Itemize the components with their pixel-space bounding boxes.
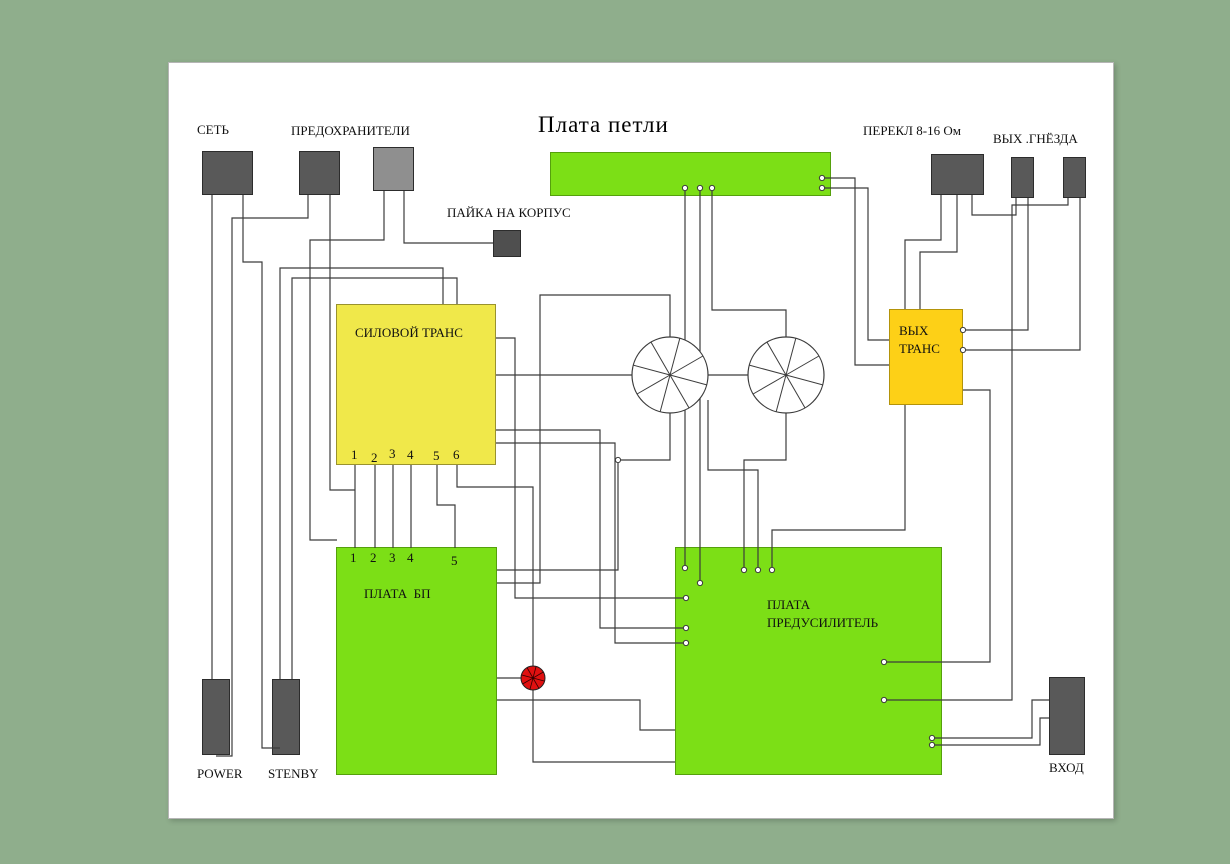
psu-pin-1: 1 xyxy=(350,550,357,565)
power-transformer-board: СИЛОВОЙ ТРАНС xyxy=(336,304,496,465)
psu-pin-2: 2 xyxy=(370,550,377,565)
psu-board: ПЛАТА БП xyxy=(336,547,497,775)
input-jack xyxy=(1049,677,1085,755)
power-trans-pin-1: 1 xyxy=(351,447,358,462)
loop-board xyxy=(550,152,831,196)
output-transformer-board: ВЫХ ТРАНС xyxy=(889,309,963,405)
output-jack-1 xyxy=(1011,157,1034,198)
ohm-switch-connector xyxy=(931,154,984,195)
power-trans-pin-6: 6 xyxy=(453,447,460,462)
psu-pin-4: 4 xyxy=(407,550,414,565)
output-jack-2 xyxy=(1063,157,1086,198)
input-label: ВХОД xyxy=(1049,760,1084,775)
mains-connector xyxy=(202,151,253,195)
psu-pin-3: 3 xyxy=(389,550,396,565)
output-transformer-label-line1: ВЫХ xyxy=(899,323,929,338)
chassis-solder-pad xyxy=(493,230,521,257)
mains-label: СЕТЬ xyxy=(197,122,230,137)
power-trans-pin-4: 4 xyxy=(407,447,414,462)
fuse-connector-a xyxy=(299,151,340,195)
psu-board-label: ПЛАТА БП xyxy=(364,586,431,601)
standby-switch-label: STENBY xyxy=(268,766,319,781)
preamp-board-label-line2: ПРЕДУСИЛИТЕЛЬ xyxy=(767,615,879,630)
power-trans-pin-2: 2 xyxy=(371,450,378,465)
chassis-solder-label: ПАЙКА НА КОРПУС xyxy=(447,205,571,220)
preamp-board-label-line1: ПЛАТА xyxy=(767,597,811,612)
output-jacks-label: ВЫХ .ГНЁЗДА xyxy=(993,131,1078,146)
output-transformer-label-line2: ТРАНС xyxy=(899,341,940,356)
psu-pin-5: 5 xyxy=(451,553,458,568)
diagram-title: Плата петли xyxy=(538,112,669,137)
power-transformer-label: СИЛОВОЙ ТРАНС xyxy=(355,325,463,340)
fuse-connector-b xyxy=(373,147,414,191)
power-switch xyxy=(202,679,230,755)
fuses-label: ПРЕДОХРАНИТЕЛИ xyxy=(291,123,410,138)
standby-switch xyxy=(272,679,300,755)
power-trans-pin-5: 5 xyxy=(433,448,440,463)
preamp-board: ПЛАТА ПРЕДУСИЛИТЕЛЬ xyxy=(675,547,942,775)
power-trans-pin-3: 3 xyxy=(389,446,396,461)
power-switch-label: POWER xyxy=(197,766,243,781)
ohm-switch-label: ПЕРЕКЛ 8-16 Ом xyxy=(863,123,961,138)
